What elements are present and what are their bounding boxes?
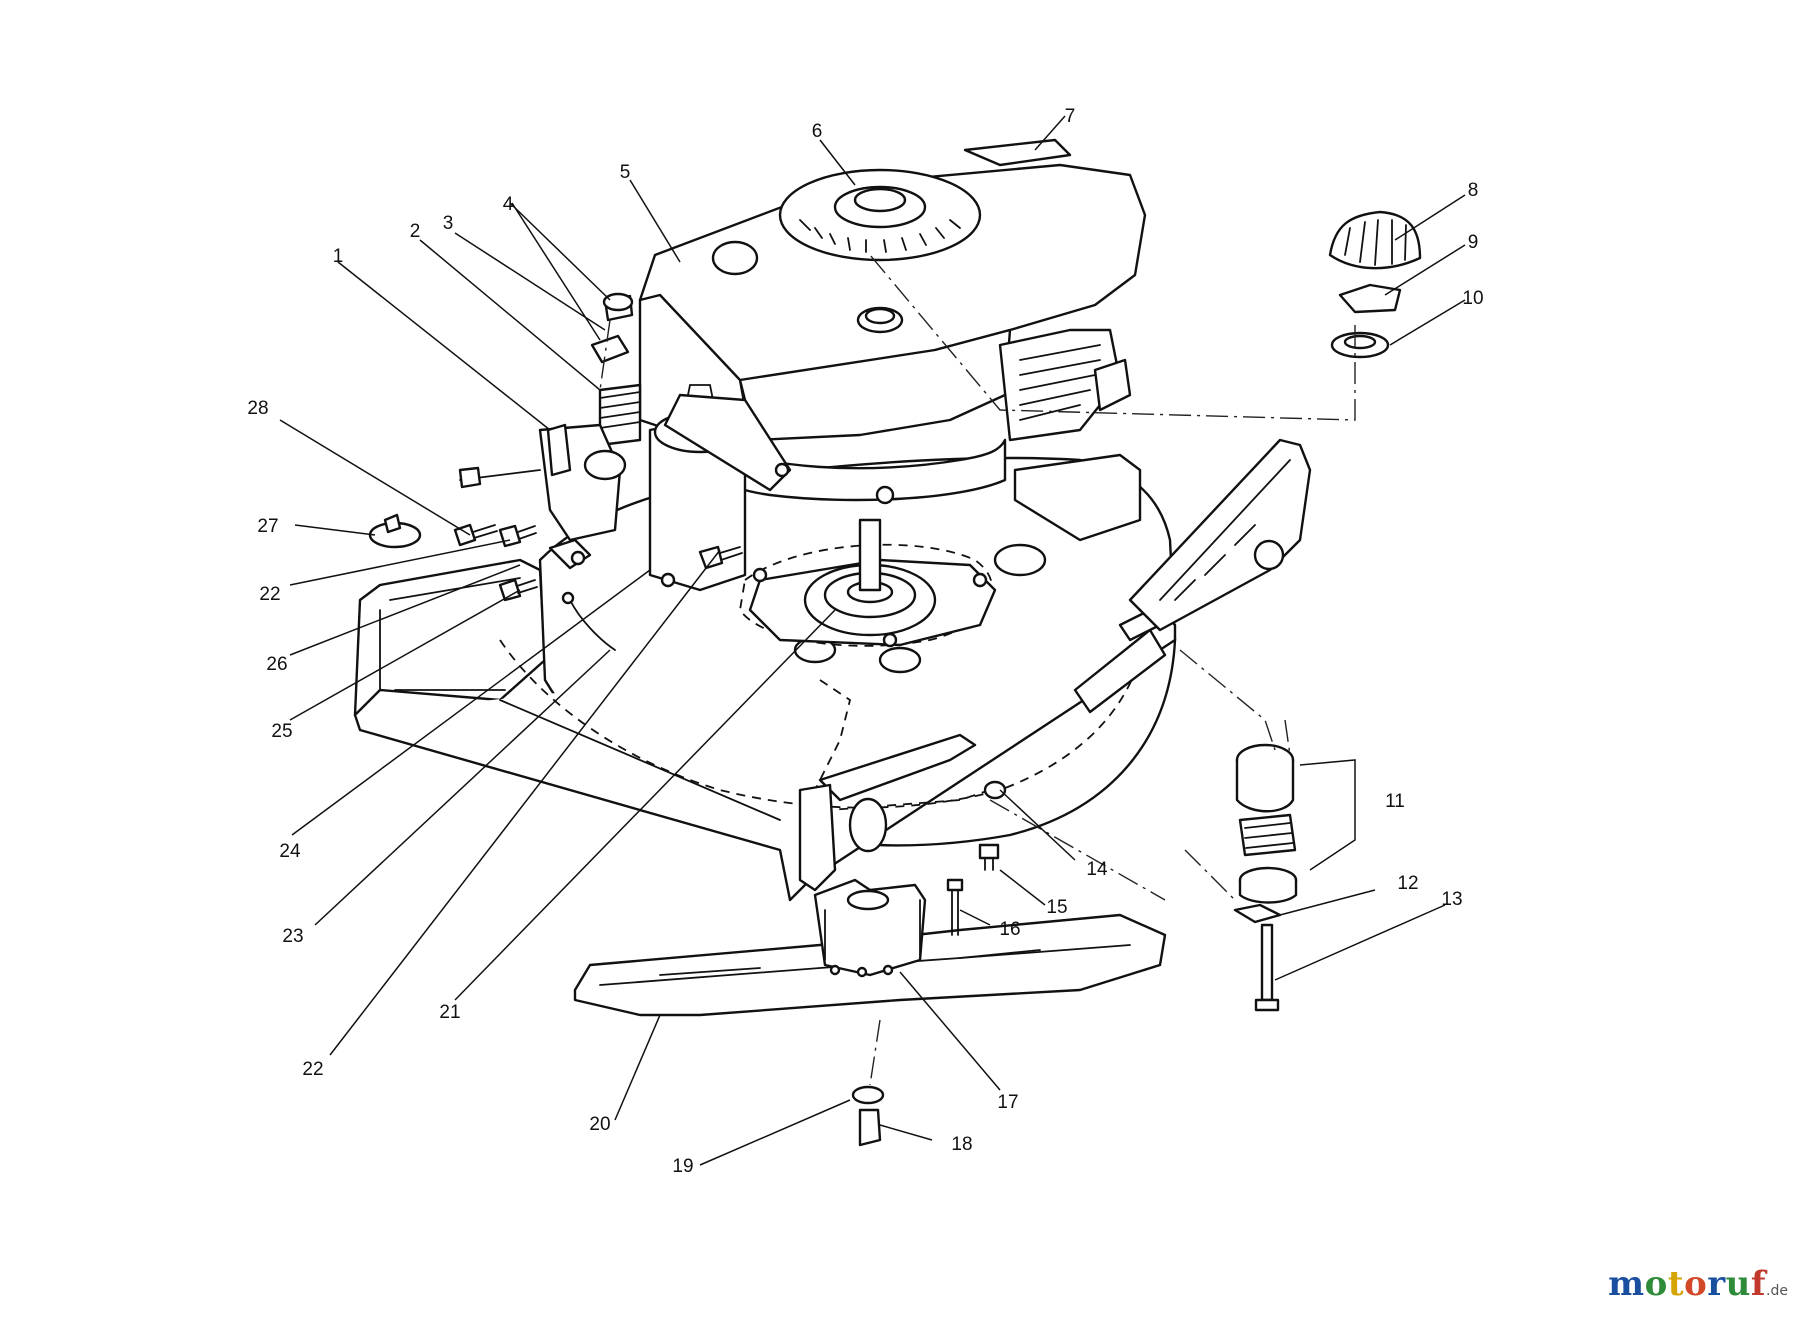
callout-1: 1 [333, 246, 344, 267]
callout-22-lower: 22 [302, 1059, 323, 1080]
logo-letter: u [1725, 1264, 1751, 1304]
callout-15: 15 [1046, 897, 1067, 918]
logo-letter: r [1707, 1264, 1726, 1304]
callout-4: 4 [503, 194, 514, 215]
callout-23: 23 [282, 926, 303, 947]
mower-deck [353, 453, 1177, 902]
handle-bracket [1128, 438, 1312, 632]
leader-lines [279, 115, 1466, 1166]
callout-5: 5 [620, 162, 631, 183]
callout-25: 25 [271, 721, 292, 742]
callout-7: 7 [1065, 106, 1076, 127]
callout-16: 16 [999, 919, 1020, 940]
callout-9: 9 [1468, 232, 1479, 253]
logo-letter: o [1684, 1264, 1708, 1304]
callout-24: 24 [279, 841, 301, 862]
callout-17: 17 [997, 1092, 1018, 1113]
callout-20: 20 [589, 1114, 610, 1135]
logo-letter: m [1608, 1264, 1645, 1304]
callout-3: 3 [443, 213, 454, 234]
callout-21-lower: 21 [439, 1002, 460, 1023]
motoruf-logo: motoruf.de [1608, 1264, 1788, 1304]
callout-22-upper: 22 [259, 584, 280, 605]
callout-6: 6 [812, 121, 823, 142]
wheel-bearing-assembly [1233, 743, 1298, 1012]
callout-8: 8 [1468, 180, 1479, 201]
callout-19: 19 [672, 1156, 693, 1177]
logo-letter: f [1750, 1264, 1767, 1304]
drive-pulley [739, 518, 997, 648]
callout-18: 18 [951, 1134, 972, 1155]
callout-13: 13 [1441, 889, 1462, 910]
callout-labels: 1 2 3 4 5 6 7 8 9 10 11 12 13 14 15 16 1… [247, 106, 1483, 1177]
callout-14: 14 [1086, 859, 1108, 880]
logo-letter: t [1667, 1264, 1685, 1304]
logo-tld: .de [1766, 1283, 1788, 1299]
callout-26: 26 [266, 654, 287, 675]
callout-10: 10 [1462, 288, 1483, 309]
starter-assembly [368, 292, 792, 651]
blade-assembly [573, 843, 1167, 1147]
callout-11: 11 [1385, 791, 1405, 812]
callout-12: 12 [1397, 873, 1418, 894]
logo-letter: o [1644, 1264, 1668, 1304]
callout-27: 27 [257, 516, 278, 537]
height-adjuster [798, 679, 1007, 892]
air-cleaner [1328, 210, 1422, 359]
callout-2: 2 [410, 221, 421, 242]
callout-28: 28 [247, 398, 268, 419]
logo-wordmark: motoruf [1608, 1264, 1766, 1304]
engine [638, 138, 1147, 505]
assembly-centerlines [599, 254, 1356, 1086]
